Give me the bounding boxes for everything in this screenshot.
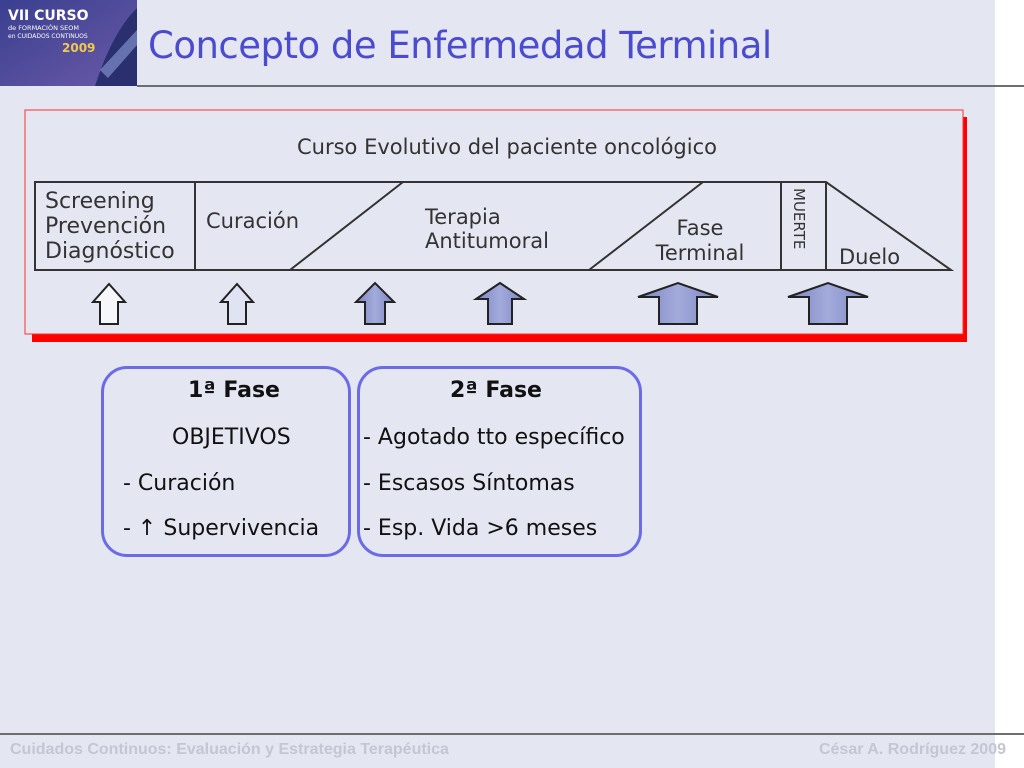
phase-1-objectives: OBJETIVOS <box>172 425 291 450</box>
arrow-up-4 <box>472 281 528 325</box>
phase-2-item-3: - Esp. Vida >6 meses <box>363 516 598 541</box>
phase-2-item-2: - Escasos Síntomas <box>363 471 575 496</box>
stage-therapy-2: Antitumoral <box>425 229 549 253</box>
diagram-heading: Curso Evolutivo del paciente oncológico <box>297 135 717 159</box>
evolution-diagram: Curso Evolutivo del paciente oncológico … <box>24 109 967 342</box>
stage-terminal-2: Terminal <box>655 241 745 265</box>
phase-2-box: 2ª Fase - Agotado tto específico - Escas… <box>357 366 642 557</box>
footer-course-title: Cuidados Continuos: Evaluación y Estrate… <box>10 741 449 758</box>
stage-terminal-1: Fase <box>677 216 724 240</box>
logo-line-1: VII CURSO <box>8 8 89 24</box>
arrow-up-2 <box>218 282 256 325</box>
stage-screening: Screening <box>45 189 155 214</box>
stage-prevention: Prevención <box>45 214 166 239</box>
stage-mourning: Duelo <box>839 245 900 269</box>
logo-line-3: en CUIDADOS CONTINUOS <box>8 33 88 40</box>
footer-author: César A. Rodríguez 2009 <box>818 741 1006 758</box>
stage-diagnosis: Diagnóstico <box>45 239 175 264</box>
footer-divider <box>0 733 1024 735</box>
stage-death: MUERTE <box>790 188 808 249</box>
arrow-up-5 <box>637 281 719 325</box>
phase-1-box: 1ª Fase OBJETIVOS - Curación - ↑ Supervi… <box>101 366 351 557</box>
arrow-up-6 <box>787 281 869 325</box>
phase-1-item-1: - Curación <box>123 471 236 496</box>
right-margin <box>995 0 1024 768</box>
logo-line-2: de FORMACIÓN SEOM <box>8 23 79 32</box>
stage-cure: Curación <box>206 209 299 233</box>
arrow-up-1 <box>90 282 128 325</box>
arrow-up-3 <box>353 281 397 325</box>
phase-2-title: 2ª Fase <box>450 378 542 403</box>
stage-therapy-1: Terapia <box>424 205 501 229</box>
title-divider <box>137 85 1024 87</box>
divider-2 <box>289 181 404 271</box>
logo-year: 2009 <box>62 41 95 55</box>
slide-title: Concepto de Enfermedad Terminal <box>148 24 772 67</box>
divider-3 <box>588 181 704 271</box>
phase-1-title: 1ª Fase <box>188 378 280 403</box>
timeline-outline <box>34 181 955 271</box>
course-logo: VII CURSO de FORMACIÓN SEOM en CUIDADOS … <box>0 0 137 86</box>
phase-1-item-2: - ↑ Supervivencia <box>123 516 320 541</box>
phase-2-item-1: - Agotado tto específico <box>363 425 625 450</box>
